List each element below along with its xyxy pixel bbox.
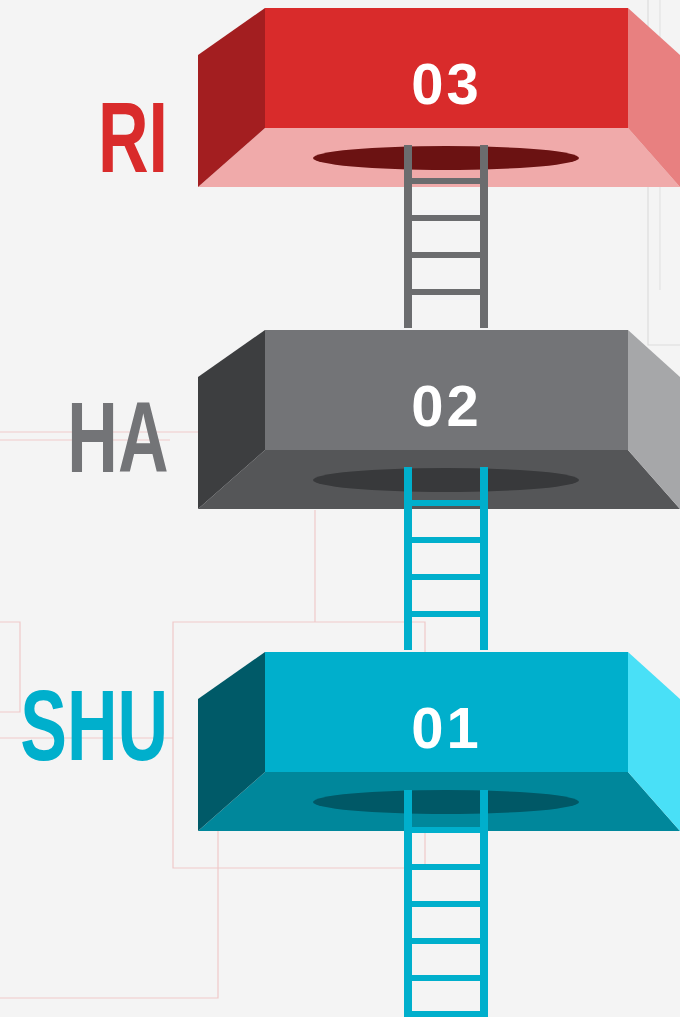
stage-number: 01	[265, 699, 628, 757]
ladder-rung	[408, 611, 484, 617]
base-ladder	[408, 790, 484, 1017]
ladder-rail	[480, 467, 488, 650]
grid-line	[0, 622, 20, 712]
platform-left	[198, 330, 265, 509]
ladder-rung	[408, 252, 484, 258]
platform-front	[265, 330, 628, 450]
platform-hole	[313, 146, 579, 170]
ladder-rail	[480, 145, 488, 328]
platform-bottom	[198, 128, 680, 187]
stage-platform: SHU 01	[0, 652, 680, 832]
ladder-connector	[408, 145, 484, 328]
grid-line	[314, 510, 315, 622]
platform-right	[628, 8, 680, 187]
platform-hole	[313, 790, 579, 814]
ladder-rung	[408, 178, 484, 184]
stage-label: RI	[98, 87, 168, 187]
platform-right	[628, 652, 680, 831]
ladder-rung	[408, 574, 484, 580]
ladder-connector	[408, 467, 484, 650]
platform-left	[198, 652, 265, 831]
ladder-rail	[404, 467, 412, 650]
ladder-rung	[408, 289, 484, 295]
stage-label: HA	[67, 387, 168, 487]
platform-bottom	[198, 772, 680, 831]
ladder-rung	[408, 500, 484, 506]
stage-platform: HA 02	[0, 330, 680, 510]
stage-number: 02	[265, 377, 628, 435]
ladder-rung	[408, 537, 484, 543]
platform-right	[628, 330, 680, 509]
ladder-rail	[404, 145, 412, 328]
grid-line	[0, 830, 218, 998]
platform-bottom	[198, 450, 680, 509]
ladder-rung	[408, 830, 484, 1014]
stage-number: 03	[265, 55, 628, 113]
stage-platform: RI 03	[0, 8, 680, 188]
ladder-rung	[408, 215, 484, 221]
stage-label: SHU	[20, 675, 168, 775]
ladder-rail	[408, 790, 484, 1017]
platform-front	[265, 652, 628, 772]
platform-hole	[313, 468, 579, 492]
platform-left	[198, 8, 265, 187]
platform-front	[265, 8, 628, 128]
